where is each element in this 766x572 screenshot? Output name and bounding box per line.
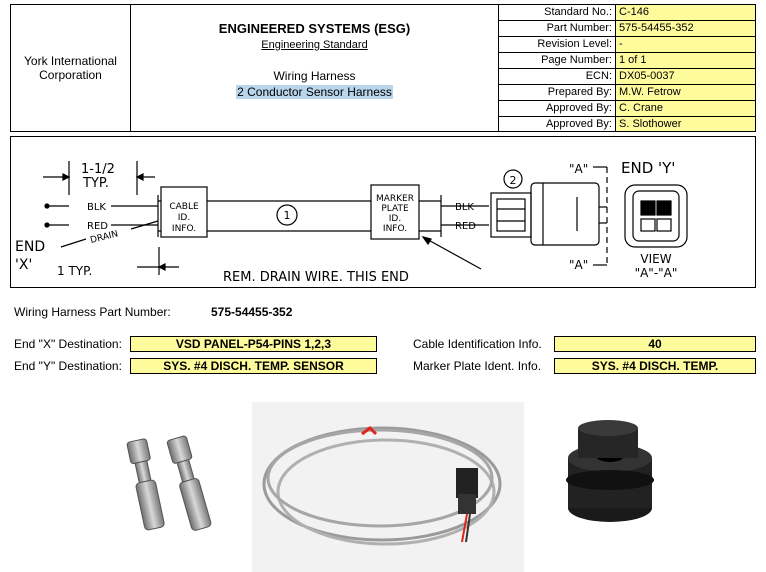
marker-4: INFO.: [383, 224, 407, 234]
field-value: C-146: [616, 5, 755, 20]
end-y-destination-label: End "Y" Destination:: [14, 359, 122, 373]
end-x-label-2: 'X': [15, 257, 32, 273]
field-label: Part Number:: [499, 21, 616, 36]
wire-red-right: RED: [455, 221, 476, 232]
end-x-label-1: END: [15, 239, 45, 255]
section-a-bottom: "A": [569, 258, 588, 272]
terminal-pins-image: [126, 435, 212, 531]
info-row: Approved By:S. Slothower: [499, 117, 755, 131]
dim-top-typ: TYP.: [82, 176, 109, 191]
drain-note: REM. DRAIN WIRE. THIS END: [223, 270, 409, 285]
dim-bottom-text: 1 TYP.: [57, 264, 92, 278]
company-name: York International Corporation: [24, 54, 117, 82]
document-title: Wiring Harness: [273, 69, 356, 83]
wire-blk-right: BLK: [455, 202, 474, 213]
field-value: S. Slothower: [616, 117, 755, 131]
wire-blk-left: BLK: [87, 202, 106, 213]
marker-plate-label: Marker Plate Ident. Info.: [413, 359, 542, 373]
marker-3: ID.: [389, 214, 401, 224]
view-label-1: VIEW: [640, 252, 671, 266]
field-value: 1 of 1: [616, 53, 755, 68]
marker-1: MARKER: [376, 194, 414, 204]
document-description: 2 Conductor Sensor Harness: [236, 85, 393, 99]
callout-2: 2: [510, 174, 517, 187]
section-a-top: "A": [569, 162, 588, 176]
document-subtitle: Engineering Standard: [261, 39, 368, 51]
field-value: C. Crane: [616, 101, 755, 116]
marker-2: PLATE: [381, 204, 409, 214]
harness-photo: [252, 402, 524, 572]
harness-drawing: 1-1/2 TYP. BLK RED DRAIN END 'X' 1 TYP. …: [10, 136, 756, 288]
part-number-value: 575-54455-352: [211, 305, 293, 319]
info-table: Standard No.:C-146 Part Number:575-54455…: [499, 5, 755, 131]
field-value: -: [616, 37, 755, 52]
title-block: York International Corporation ENGINEERE…: [10, 4, 756, 132]
dim-top-text: 1-1/2: [81, 162, 115, 177]
document-org-title: ENGINEERED SYSTEMS (ESG): [218, 21, 411, 36]
seal-image: [566, 420, 654, 522]
info-row: Standard No.:C-146: [499, 5, 755, 21]
info-row: Prepared By:M.W. Fetrow: [499, 85, 755, 101]
title-cell: ENGINEERED SYSTEMS (ESG) Engineering Sta…: [131, 5, 499, 131]
field-label: Page Number:: [499, 53, 616, 68]
field-label: Standard No.:: [499, 5, 616, 20]
part-number-label: Wiring Harness Part Number:: [14, 305, 171, 319]
field-value: DX05-0037: [616, 69, 755, 84]
cable-id-2: ID.: [178, 213, 190, 223]
end-x-destination-label: End "X" Destination:: [14, 337, 122, 351]
cable-id-value: 40: [554, 336, 756, 352]
field-value: M.W. Fetrow: [616, 85, 755, 100]
end-x-destination-value: VSD PANEL-P54-PINS 1,2,3: [130, 336, 377, 352]
info-row: ECN:DX05-0037: [499, 69, 755, 85]
field-label: Approved By:: [499, 101, 616, 116]
harness-diagram: 1-1/2 TYP. BLK RED DRAIN END 'X' 1 TYP. …: [15, 159, 688, 285]
callout-1: 1: [284, 209, 291, 222]
company-cell: York International Corporation: [11, 5, 131, 131]
info-row: Part Number:575-54455-352: [499, 21, 755, 37]
info-row: Approved By:C. Crane: [499, 101, 755, 117]
field-label: Approved By:: [499, 117, 616, 131]
marker-plate-value: SYS. #4 DISCH. TEMP.: [554, 358, 756, 374]
field-label: Prepared By:: [499, 85, 616, 100]
field-value: 575-54455-352: [616, 21, 755, 36]
end-y-destination-value: SYS. #4 DISCH. TEMP. SENSOR: [130, 358, 377, 374]
cable-id-3: INFO.: [172, 224, 196, 234]
info-row: Page Number:1 of 1: [499, 53, 755, 69]
view-label-2: "A"-"A": [635, 266, 678, 280]
field-label: Revision Level:: [499, 37, 616, 52]
field-label: ECN:: [499, 69, 616, 84]
cable-id-label: Cable Identification Info.: [413, 337, 542, 351]
info-row: Revision Level:-: [499, 37, 755, 53]
cable-id-1: CABLE: [169, 202, 199, 212]
wire-red-left: RED: [87, 221, 108, 232]
end-y-label: END 'Y': [621, 159, 675, 177]
